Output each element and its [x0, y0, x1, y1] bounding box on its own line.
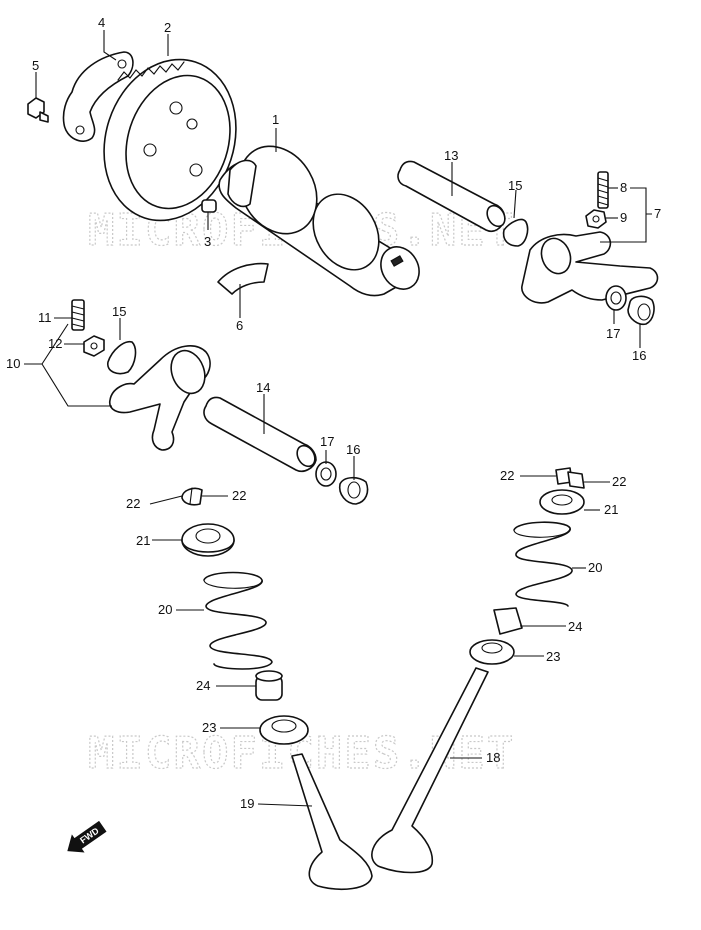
part-5-bolt[interactable]	[27, 97, 49, 123]
callout-11: 11	[38, 310, 52, 325]
callout-21-right: 21	[604, 502, 618, 517]
callout-5: 5	[32, 58, 39, 73]
callout-labels: 4 2 5 1 3 6 13 15 8 9 7 17 16 11 12 15 1…	[6, 15, 661, 811]
part-24-seal-right[interactable]	[493, 607, 523, 635]
part-7-rocker-arm-upper[interactable]	[521, 231, 659, 304]
callout-22-left-a: 22	[126, 496, 140, 511]
callout-18: 18	[486, 750, 500, 765]
part-15-oring-lower[interactable]	[107, 340, 137, 375]
callout-6: 6	[236, 318, 243, 333]
part-20-spring-left[interactable]	[203, 571, 273, 670]
callout-23-left: 23	[202, 720, 216, 735]
part-17-washer-upper[interactable]	[605, 285, 627, 311]
callout-22-left-b: 22	[232, 488, 246, 503]
callout-21-left: 21	[136, 533, 150, 548]
part-21-retainer-right[interactable]	[539, 489, 585, 515]
part-22-cotter-left[interactable]	[181, 487, 203, 506]
part-13-rocker-shaft-upper[interactable]	[397, 160, 508, 233]
callout-14: 14	[256, 380, 270, 395]
callout-23-right: 23	[546, 649, 560, 664]
callout-16-lower: 16	[346, 442, 360, 457]
callout-17-lower: 17	[320, 434, 334, 449]
part-18-valve-intake[interactable]	[371, 667, 489, 874]
callout-24-right: 24	[568, 619, 582, 634]
part-21-retainer-left[interactable]	[181, 523, 235, 557]
part-11-adjuster-screw[interactable]	[71, 299, 85, 331]
callout-20-left: 20	[158, 602, 172, 617]
part-6-half-washer[interactable]	[217, 262, 269, 295]
callout-22-right-b: 22	[612, 474, 626, 489]
callout-4: 4	[98, 15, 105, 30]
part-1-camshaft[interactable]	[218, 132, 426, 297]
part-15-oring-upper[interactable]	[502, 218, 529, 247]
callout-9: 9	[620, 210, 627, 225]
part-14-rocker-shaft-lower[interactable]	[203, 396, 318, 473]
callout-24-left: 24	[196, 678, 210, 693]
part-23-seat-left[interactable]	[259, 715, 309, 745]
part-20-spring-right[interactable]	[513, 521, 573, 607]
callout-20-right: 20	[588, 560, 602, 575]
fwd-direction-badge: FWD	[67, 820, 107, 853]
part-16-bolt-upper[interactable]	[627, 295, 655, 326]
part-8-adjuster-screw[interactable]	[597, 171, 609, 209]
part-24-seal-left[interactable]	[255, 670, 283, 701]
callout-8: 8	[620, 180, 627, 195]
part-23-seat-right[interactable]	[469, 639, 515, 665]
callout-22-right-a: 22	[500, 468, 514, 483]
part-22-cotter-right-b[interactable]	[567, 471, 585, 489]
callout-13: 13	[444, 148, 458, 163]
part-10-rocker-arm-lower[interactable]	[108, 345, 211, 451]
part-3-dowel-pin[interactable]	[201, 199, 217, 213]
callout-15-lower: 15	[112, 304, 126, 319]
part-19-valve-exhaust[interactable]	[291, 753, 373, 890]
callout-2: 2	[164, 20, 171, 35]
callout-7: 7	[654, 206, 661, 221]
callout-3: 3	[204, 234, 211, 249]
callout-15-upper: 15	[508, 178, 522, 193]
callout-12: 12	[48, 336, 62, 351]
leader-lines	[24, 30, 652, 807]
callout-16-upper: 16	[632, 348, 646, 363]
part-4-retainer-plate[interactable]	[62, 51, 134, 142]
part-9-nut[interactable]	[585, 209, 607, 229]
callout-1: 1	[272, 112, 279, 127]
part-16-bolt-lower[interactable]	[338, 476, 369, 505]
part-12-nut[interactable]	[83, 335, 105, 357]
part-2-cam-sprocket[interactable]	[84, 42, 256, 238]
callout-19: 19	[240, 796, 254, 811]
part-17-washer-lower[interactable]	[315, 461, 337, 487]
callout-10: 10	[6, 356, 20, 371]
callout-17-upper: 17	[606, 326, 620, 341]
